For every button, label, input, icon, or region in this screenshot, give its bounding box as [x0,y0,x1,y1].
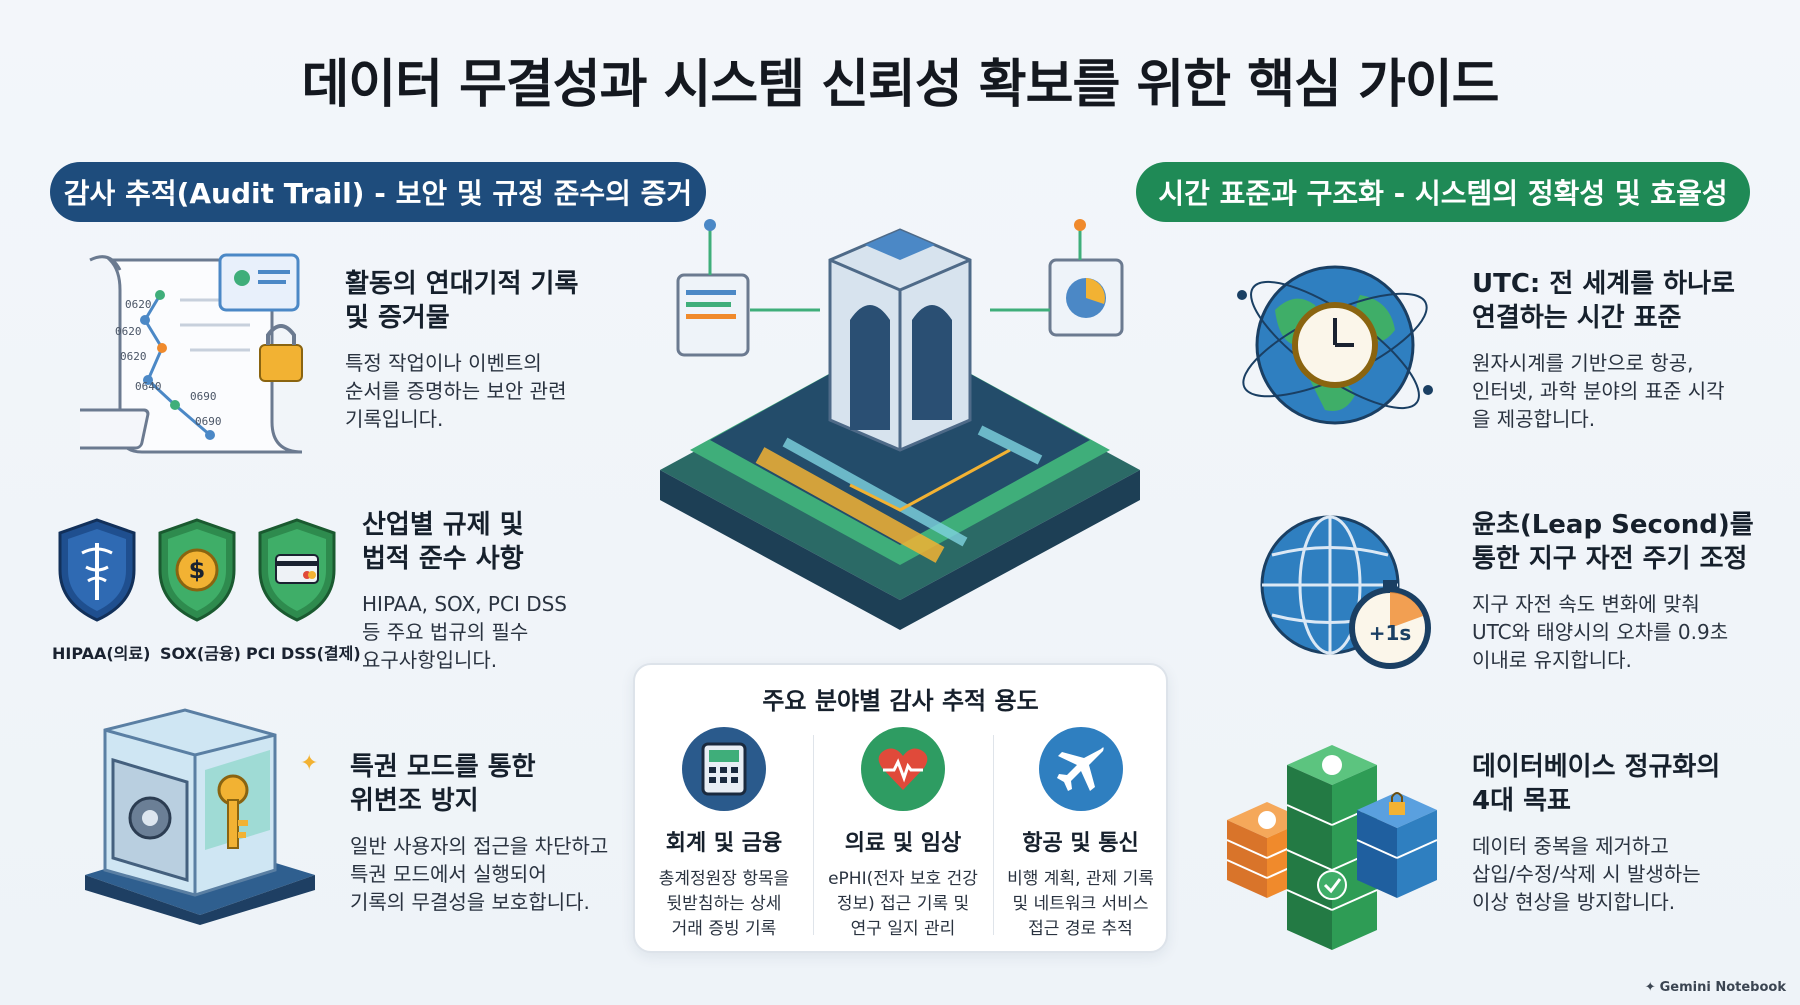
svg-text:✦: ✦ [300,751,318,776]
item-title: UTC: 전 세계를 하나로 연결하는 시간 표준 [1472,269,1735,333]
item-body: 일반 사용자의 접근을 차단하고 특권 모드에서 실행되어 기록의 무결성을 보… [350,834,609,914]
item-body: 특정 작업이나 이벤트의 순서를 증명하는 보안 관련 기록입니다. [345,351,567,431]
blue-database-icon [1356,792,1438,898]
item-title: 산업별 규제 및 법적 준수 사항 [362,510,524,574]
utc-block: UTC: 전 세계를 하나로 연결하는 시간 표준 원자시계를 기반으로 항공,… [1472,267,1762,433]
audit-scroll-illustration: 0620 0620 0620 0640 0690 0690 [80,253,303,454]
airplane-icon [1038,727,1123,811]
hipaa-label: HIPAA(의료) [52,644,151,663]
item-body: 데이터 중복을 제거하고 삽입/수정/삭제 시 발생하는 이상 현상을 방지합니… [1472,834,1701,914]
regulation-block: 산업별 규제 및 법적 준수 사항 HIPAA, SOX, PCI DSS 등 … [362,508,642,674]
hipaa-shield-icon [58,518,136,622]
log-time-6: 0690 [195,415,222,428]
column-body: ePHI(전자 보호 건강 정보) 접근 기록 및 연구 일지 관리 [828,869,978,939]
left-section-header: 감사 추적(Audit Trail) - 보안 및 규정 준수의 증거 [50,162,706,222]
item-body: 원자시계를 기반으로 항공, 인터넷, 과학 분야의 표준 시각 을 제공합니다… [1472,351,1725,431]
svg-text:$: $ [189,556,206,584]
sox-shield-icon: $ [158,518,236,622]
privileged-mode-block: 특권 모드를 통한 위변조 방지 일반 사용자의 접근을 차단하고 특권 모드에… [350,750,670,916]
column-body: 총계정원장 항목을 뒷받침하는 상세 거래 증빙 기록 [658,869,790,939]
right-section-header: 시간 표준과 구조화 - 시스템의 정확성 및 효율성 [1136,162,1750,222]
pci-dss-shield-icon [258,518,336,622]
leap-second-globe-illustration: +1s [1260,515,1431,669]
pci-dss-label: PCI DSS(결제) [246,644,361,663]
central-data-platform-illustration [660,219,1140,630]
log-time-1: 0620 [125,298,152,311]
item-title: 윤초(Leap Second)를 통한 지구 자전 주기 조정 [1472,510,1754,574]
database-normalization-illustration [1226,745,1438,950]
column-title: 회계 및 금융 [665,831,783,856]
log-time-5: 0690 [190,390,217,403]
sparkle-icon: ✦ [1644,980,1656,995]
item-title: 특권 모드를 통한 위변조 방지 [350,752,536,816]
item-body: 지구 자전 속도 변화에 맞춰 UTC와 태양시의 오차를 0.9초 이내로 유… [1472,592,1729,672]
column-divider [813,735,814,935]
log-time-2: 0620 [115,325,142,338]
column-title: 항공 및 통신 [1022,831,1139,856]
item-title: 데이터베이스 정규화의 4대 목표 [1472,752,1721,816]
panel-title: 주요 분야별 감사 추적 용도 [762,687,1039,715]
column-divider [993,735,994,935]
aviation-column: 항공 및 통신 비행 계획, 관제 기록 및 네트워크 서비스 접근 경로 추적 [993,727,1168,945]
heart-pulse-icon [861,727,945,811]
stopwatch-label: +1s [1369,621,1412,645]
medical-column: 의료 및 임상 ePHI(전자 보호 건강 정보) 접근 기록 및 연구 일지 … [813,727,993,945]
item-title: 활동의 연대기적 기록 및 증거물 [345,269,579,333]
audit-chronology-block: 활동의 연대기적 기록 및 증거물 특정 작업이나 이벤트의 순서를 증명하는 … [345,267,645,433]
secure-vault-illustration: ✦ [85,708,318,925]
page-title: 데이터 무결성과 시스템 신뢰성 확보를 위한 핵심 가이드 [301,55,1499,115]
column-body: 비행 계획, 관제 기록 및 네트워크 서비스 접근 경로 추적 [1007,869,1154,939]
utc-globe-clock-illustration [1237,265,1433,425]
sox-label: SOX(금융) [160,644,241,663]
log-time-3: 0620 [120,350,147,363]
accounting-column: 회계 및 금융 총계정원장 항목을 뒷받침하는 상세 거래 증빙 기록 [635,727,813,945]
watermark: ✦ Gemini Notebook [1644,980,1786,995]
calculator-icon [682,727,766,811]
normalization-block: 데이터베이스 정규화의 4대 목표 데이터 중복을 제거하고 삽입/수정/삭제 … [1472,750,1772,916]
column-title: 의료 및 임상 [844,831,962,856]
item-body: HIPAA, SOX, PCI DSS 등 주요 법규의 필수 요구사항입니다. [362,592,567,672]
audit-usage-panel: 주요 분야별 감사 추적 용도 회계 및 금융 총계정원장 항목을 뒷받침하는 … [633,663,1168,953]
log-time-4: 0640 [135,380,162,393]
leap-second-block: 윤초(Leap Second)를 통한 지구 자전 주기 조정 지구 자전 속도… [1472,508,1772,674]
